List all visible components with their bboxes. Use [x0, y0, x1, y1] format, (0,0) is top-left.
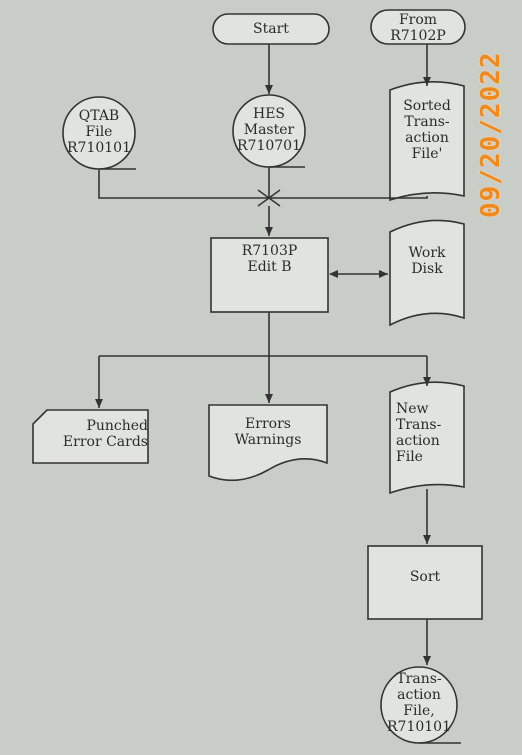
sort-label: Sort — [409, 569, 441, 585]
from-label: From R7102P — [390, 12, 446, 44]
from-terminator — [370, 9, 466, 45]
new-trans-file-shape — [389, 381, 465, 495]
punched-label: Punched Error Cards — [62, 418, 148, 450]
punched-card-shape — [32, 409, 149, 464]
errors-document-shape — [208, 404, 328, 482]
start-label: Start — [253, 21, 289, 37]
merge-line-left — [98, 170, 269, 199]
merge-line-right — [269, 196, 428, 199]
merge-symbol — [257, 189, 281, 207]
work-disk-label: Work Disk — [408, 245, 446, 277]
final-tape-shape — [380, 666, 461, 744]
sorted-file-shape — [389, 81, 465, 202]
sort-box — [367, 545, 483, 620]
qtab-tape-shape — [62, 96, 136, 170]
qtab-label: QTAB File R710101 — [67, 108, 131, 156]
work-disk-shape — [389, 219, 465, 327]
edit-label: R7103P Edit B — [241, 243, 298, 275]
new-trans-file-label: New Trans- action File — [396, 401, 442, 465]
errors-label: Errors Warnings — [234, 416, 302, 448]
hes-label: HES Master R710701 — [237, 106, 301, 154]
final-file-label: Trans- action File, R710101 — [387, 671, 451, 735]
start-terminator — [212, 13, 330, 45]
sorted-file-label: Sorted Trans- action File' — [403, 98, 451, 162]
edit-box — [210, 237, 329, 313]
date-stamp: 09/20/2022 — [476, 51, 506, 219]
